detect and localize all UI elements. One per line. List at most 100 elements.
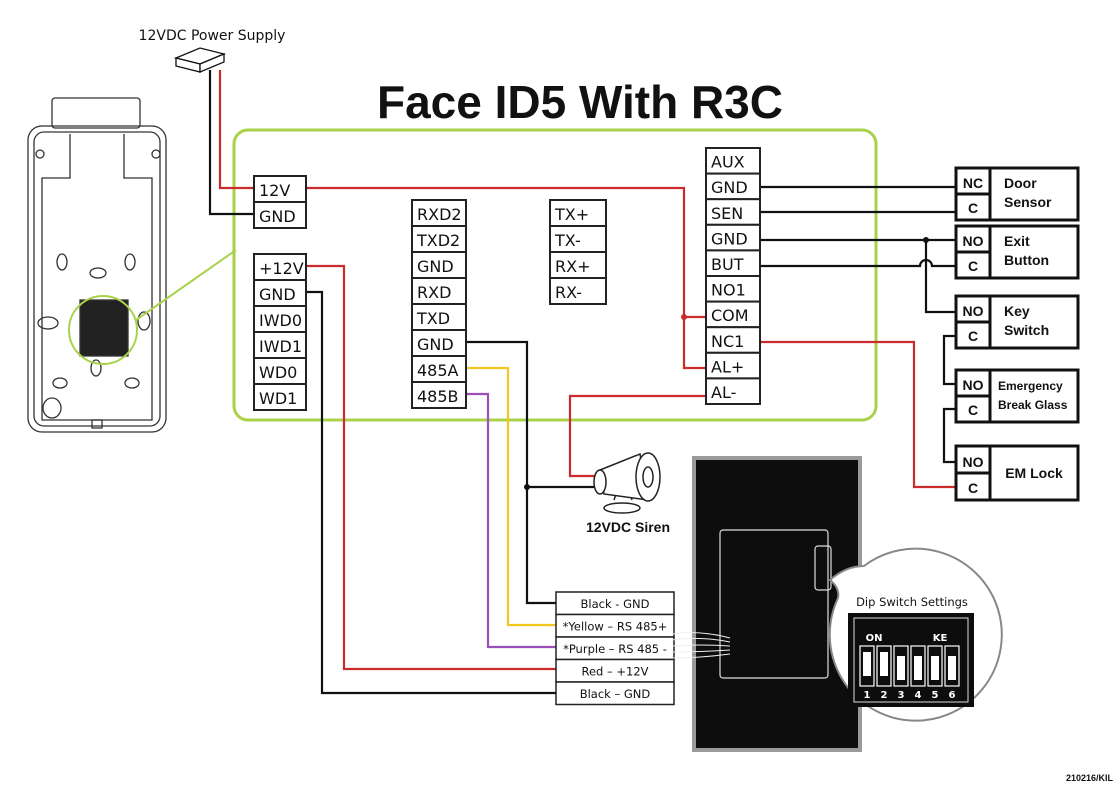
ethernet-terminal-block: TX+ TX- RX+ RX-	[549, 199, 607, 305]
power-terminal-block: 12V GND	[253, 175, 307, 229]
terminal-label: RX-	[555, 283, 582, 302]
dip-number: 4	[915, 690, 922, 701]
contact-label: C	[968, 402, 978, 418]
terminal-tx: TX-	[549, 225, 607, 253]
power-supply-icon	[173, 47, 227, 73]
terminal-com: COM	[705, 300, 761, 329]
wire-12v-com	[306, 186, 706, 319]
device-name: Button	[1004, 252, 1049, 268]
terminal-no1: NO1	[705, 275, 761, 303]
reader-wire-label: *Purple – RS 485 -	[563, 642, 667, 656]
terminal-12v: 12V	[253, 175, 307, 203]
reader-wire-label: Black – GND	[580, 687, 651, 701]
contact-label: NO	[963, 233, 984, 249]
face-id-device-icon	[27, 97, 167, 433]
device-name: Emergency	[998, 379, 1063, 393]
terminal-label: AL+	[711, 357, 744, 376]
terminal-label: WD0	[259, 363, 297, 382]
power-supply-label: 12VDC Power Supply	[139, 28, 286, 44]
terminal-label: BUT	[711, 255, 744, 274]
reader-wire-label: Black - GND	[581, 597, 650, 611]
dip-switch-6: 6	[944, 645, 960, 701]
terminal-txd2: TXD2	[411, 225, 467, 253]
terminal-label: TX-	[554, 231, 581, 250]
controller-panel	[232, 128, 878, 422]
terminal-sen: SEN	[705, 198, 761, 226]
dip-number: 5	[932, 690, 939, 701]
terminal-iwd1: IWD1	[253, 331, 307, 359]
terminal-iwd0: IWD0	[253, 305, 307, 333]
wire-reader-12v	[306, 264, 556, 671]
terminal-label: NC1	[711, 332, 744, 351]
terminal-gnd: GND	[253, 279, 307, 307]
device-name: Key	[1004, 303, 1030, 319]
wire-alminus-siren	[568, 394, 706, 478]
terminal-label: RXD2	[417, 205, 462, 224]
terminal-rx: RX-	[549, 277, 607, 305]
terminal-label: SEN	[711, 204, 743, 223]
terminal-gnd: GND	[705, 223, 761, 252]
terminal-label: TXD2	[416, 231, 460, 250]
terminal-label: 485A	[417, 361, 459, 380]
contact-label: C	[968, 200, 978, 216]
dip-switch-5: 5	[927, 645, 943, 701]
terminal-label: GND	[259, 207, 296, 226]
terminal-rx: RX+	[549, 251, 607, 279]
terminal-label: GND	[711, 229, 748, 248]
terminal-label: IWD0	[259, 311, 302, 330]
terminal-wd0: WD0	[253, 357, 307, 385]
dip-ke-label: KE	[933, 633, 948, 644]
terminal-aux: AUX	[705, 147, 761, 175]
terminal--12v: +12V	[253, 253, 307, 281]
device-name: Sensor	[1004, 194, 1052, 210]
external-devices: NCCDoorSensorNOCExitButtonNOCKeySwitchNO…	[954, 166, 1080, 502]
terminal-al: AL-	[705, 377, 761, 405]
terminal-txd: TXD	[411, 303, 467, 331]
terminal-485a: 485A	[411, 355, 467, 383]
terminal-label: GND	[711, 178, 748, 197]
reader-wire-table: Black - GND *Yellow – RS 485+ *Purple – RS…	[555, 591, 675, 706]
device-name: Exit	[1004, 233, 1030, 249]
terminal-gnd: GND	[411, 329, 467, 357]
terminal-tx: TX+	[549, 199, 607, 227]
dip-switch-4: 4	[910, 645, 926, 701]
reader-wire-row: Black - GND	[555, 591, 675, 616]
terminal-label: WD1	[259, 389, 297, 408]
device-name: EM Lock	[1005, 465, 1063, 481]
wire-key-emerg	[942, 334, 958, 386]
terminal-label: GND	[259, 285, 296, 304]
terminal-gnd: GND	[253, 201, 307, 229]
terminal-label: TX+	[554, 205, 589, 224]
terminal-label: 485B	[417, 387, 459, 406]
dip-number: 6	[949, 690, 956, 701]
device-name: Switch	[1004, 322, 1049, 338]
terminal-label: GND	[417, 257, 454, 276]
zoom-pointer-line	[135, 249, 237, 321]
wire-psu-gnd	[208, 70, 254, 216]
reader-wire-row: *Purple – RS 485 -	[555, 636, 675, 661]
terminal-label: AL-	[711, 383, 736, 402]
terminal-gnd: GND	[705, 172, 761, 201]
footer-code: 210216/KIL	[1066, 773, 1114, 783]
contact-label: NO	[963, 303, 984, 319]
terminal-label: 12V	[259, 181, 290, 200]
terminal-wd1: WD1	[253, 383, 307, 411]
contact-label: NC	[963, 175, 983, 191]
wire-gnd-reader	[462, 340, 556, 605]
terminal-label: RX+	[555, 257, 590, 276]
wire-emerg-emlock	[942, 407, 958, 464]
terminal-label: AUX	[711, 153, 745, 172]
dip-switch-1: 1	[859, 645, 875, 701]
reader-wire-label: *Yellow – RS 485+	[563, 620, 668, 634]
terminal-label: IWD1	[259, 337, 302, 356]
siren-label: 12VDC Siren	[586, 519, 670, 535]
terminal-gnd: GND	[411, 251, 467, 279]
terminal-but: BUT	[705, 249, 761, 277]
siren-icon	[593, 452, 661, 514]
terminal-label: TXD	[416, 309, 450, 328]
